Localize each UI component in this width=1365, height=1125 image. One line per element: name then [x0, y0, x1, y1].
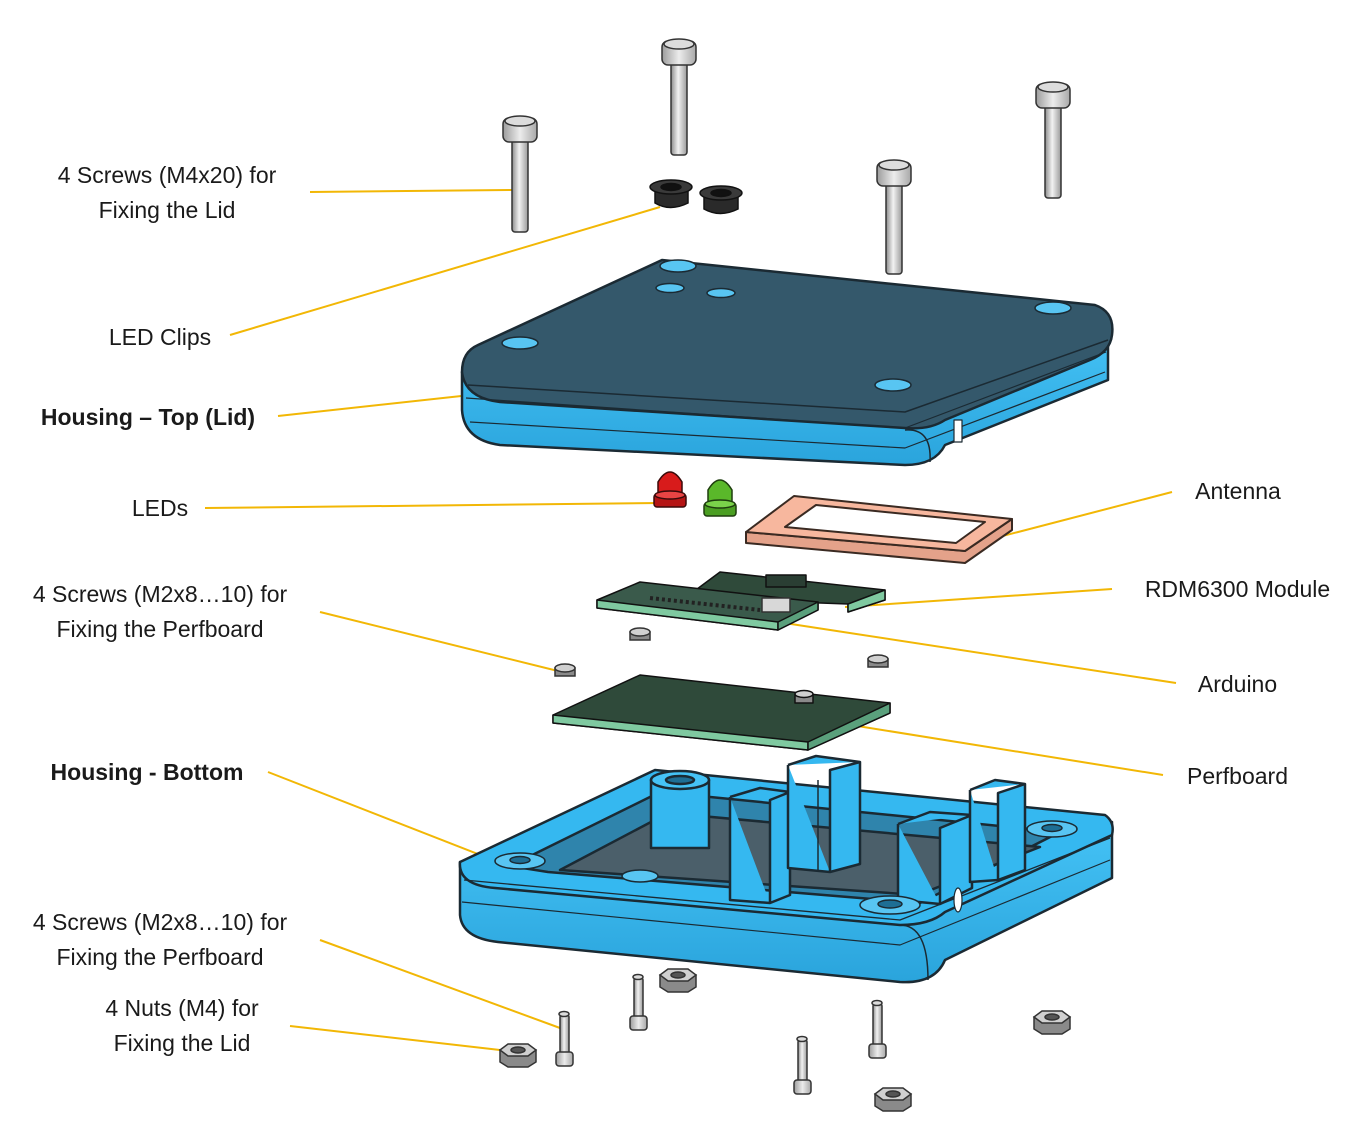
leader-rdm6300: [844, 588, 1113, 608]
perfboard: [552, 674, 891, 751]
leader-screws-perf-bottom: [319, 939, 561, 1029]
housing-top-lid: [460, 258, 1114, 467]
leader-screws-perf-top: [319, 611, 563, 673]
label-led-clips: LED Clips: [108, 324, 212, 350]
rdm6300-module: [684, 571, 886, 613]
led-clip-2: [699, 185, 743, 215]
label-screws-perf-top: 4 Screws (M2x8…10) for Fixing the Perfbo…: [32, 581, 288, 642]
label-housing-bottom: Housing - Bottom: [50, 759, 244, 785]
leader-led-clips: [229, 206, 661, 336]
antenna-coil: [745, 495, 1013, 564]
leader-screws-lid: [309, 189, 514, 193]
m4-nut-4: [873, 1087, 913, 1112]
leader-lines: [204, 189, 1177, 1051]
m4-nut-3: [1032, 1010, 1072, 1035]
led-red: [653, 471, 687, 508]
label-screws-perf-bottom: 4 Screws (M2x8…10) for Fixing the Perfbo…: [32, 909, 288, 970]
label-antenna: Antenna: [1195, 478, 1281, 504]
label-screws-lid: 4 Screws (M4x20) for Fixing the Lid: [57, 162, 277, 223]
arduino-board: [596, 581, 819, 631]
screw-m4-1: [502, 115, 538, 233]
leader-nuts-lid: [289, 1025, 501, 1051]
m2-screw-2: [629, 973, 648, 1031]
label-arduino: Arduino: [1197, 671, 1278, 697]
m4-nut-1: [498, 1043, 538, 1068]
leader-leds: [204, 502, 661, 509]
m2-nut-3: [867, 654, 889, 668]
label-nuts-lid: 4 Nuts (M4) for Fixing the Lid: [105, 995, 259, 1056]
screw-m4-3: [876, 159, 912, 275]
label-perfboard: Perfboard: [1186, 763, 1288, 789]
m4-nut-2: [658, 968, 698, 993]
label-rdm6300: RDM6300 Module: [1144, 576, 1331, 602]
screw-m4-2: [661, 38, 697, 156]
m2-screw-1: [555, 1010, 574, 1067]
label-leds: LEDs: [131, 495, 189, 521]
m2-screw-4: [868, 999, 887, 1059]
leader-arduino: [777, 621, 1177, 684]
m2-nut-1: [629, 627, 651, 641]
label-housing-top: Housing – Top (Lid): [40, 404, 256, 430]
leader-perfboard: [844, 723, 1164, 776]
m2-screw-3: [793, 1035, 812, 1095]
led-clip-1: [649, 179, 693, 209]
housing-bottom: [458, 754, 1114, 984]
screw-m4-4: [1035, 81, 1071, 199]
led-green: [703, 479, 737, 517]
m2-nut-2: [554, 663, 576, 677]
